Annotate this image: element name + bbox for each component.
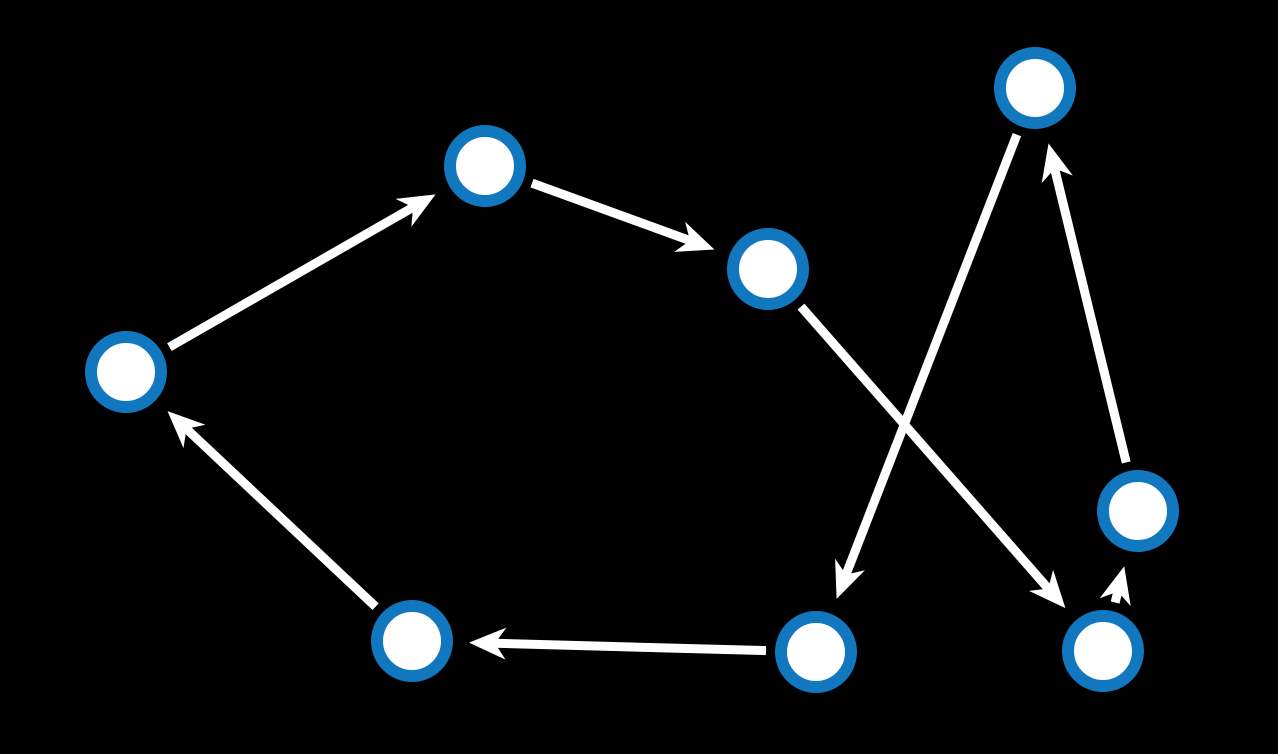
edge-shaft [841, 132, 1022, 577]
edge-bottom-middle-to-bottom-left [469, 627, 767, 660]
edge-upper-middle-to-middle [530, 178, 715, 252]
edge-shaft [494, 638, 767, 656]
edge-shaft [183, 425, 379, 610]
edge-shaft [1050, 167, 1131, 464]
arrowhead-icon [674, 221, 715, 252]
arrowhead-icon [835, 558, 865, 599]
graph-node-top-right [994, 47, 1076, 129]
edge-bottom-right-to-right [1099, 566, 1131, 607]
nodes-layer [85, 47, 1179, 693]
edge-bottom-left-to-left [167, 411, 379, 610]
arrowhead-icon [167, 411, 206, 449]
edge-shaft [167, 203, 416, 352]
edge-top-right-to-bottom-middle [835, 132, 1022, 599]
graph-node-upper-middle [444, 125, 526, 207]
arrowhead-icon [1099, 566, 1131, 607]
graph-node-left [85, 331, 167, 413]
graph-node-bottom-middle [775, 611, 857, 693]
edges-layer [167, 132, 1131, 660]
edge-shaft [1110, 590, 1123, 604]
edge-shaft [797, 303, 1052, 592]
arrowhead-icon [1029, 569, 1066, 609]
edge-shaft [530, 178, 692, 245]
graph-node-middle [727, 228, 809, 310]
edge-middle-to-bottom-right [797, 303, 1066, 609]
graph-node-bottom-right [1062, 610, 1144, 692]
arrowhead-icon [395, 194, 436, 227]
arrowhead-icon [469, 627, 507, 660]
edge-left-to-upper-middle [167, 194, 436, 352]
graph-node-right [1097, 470, 1179, 552]
arrowhead-icon [1041, 143, 1073, 184]
edge-right-to-top-right [1041, 143, 1131, 464]
graph-node-bottom-left [371, 600, 453, 682]
